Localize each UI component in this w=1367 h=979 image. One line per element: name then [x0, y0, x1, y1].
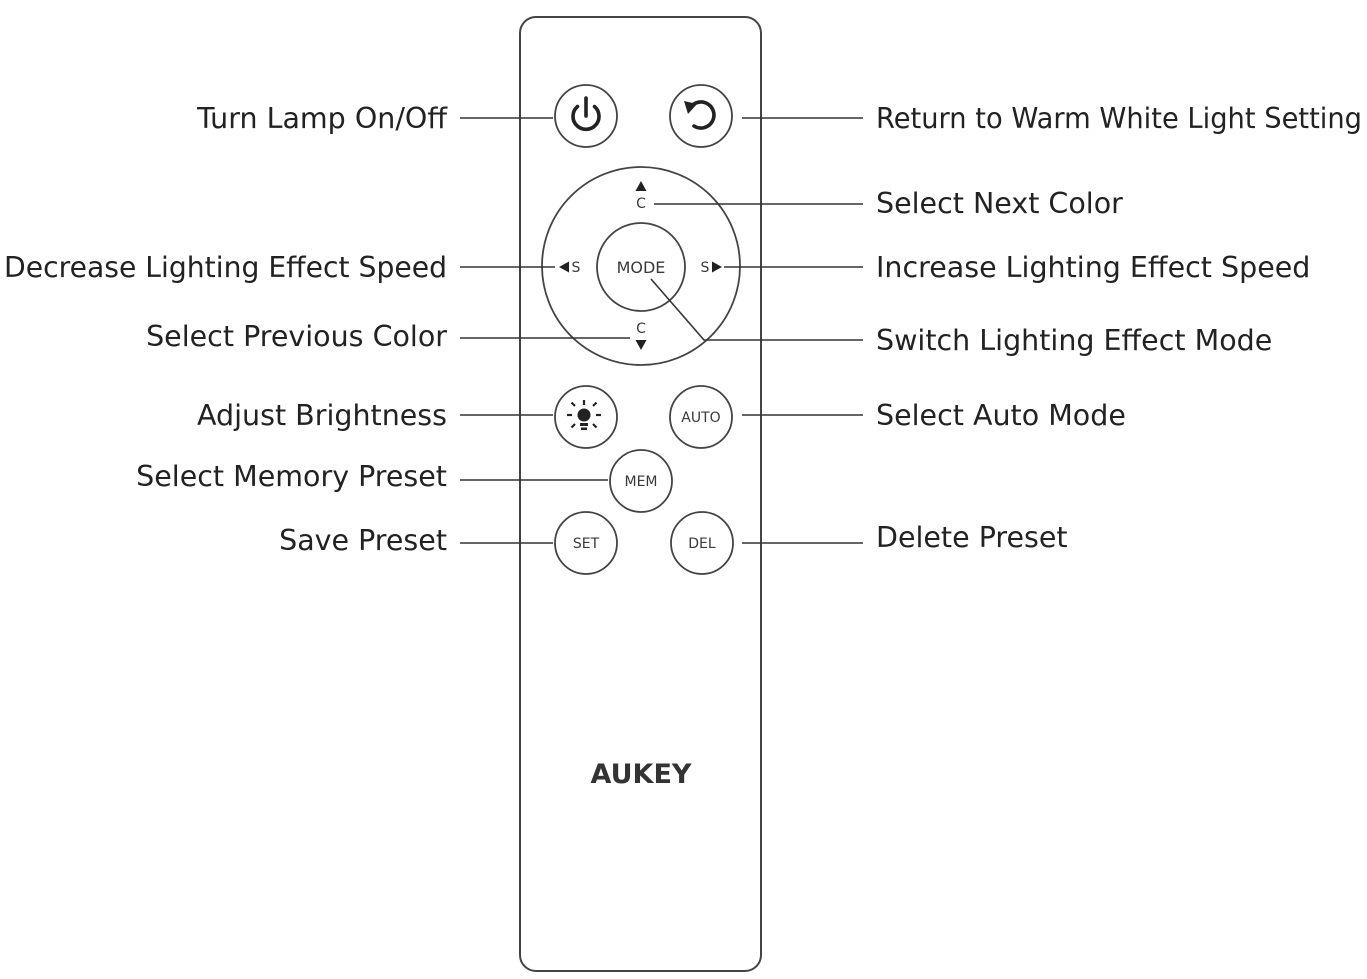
- mem-button[interactable]: MEM: [609, 449, 673, 513]
- auto-button[interactable]: AUTO: [669, 385, 733, 449]
- dpad-right-letter: S: [701, 260, 710, 276]
- power-button[interactable]: [554, 84, 618, 148]
- label-delete-preset: Delete Preset: [876, 521, 1068, 554]
- leader-lines: [460, 117, 863, 544]
- dpad-left-button[interactable]: S: [559, 260, 581, 276]
- mem-button-label: MEM: [624, 474, 657, 490]
- label-previous-color: Select Previous Color: [146, 320, 447, 353]
- mode-button[interactable]: MODE: [596, 222, 686, 312]
- return-arrow-icon: [684, 100, 716, 130]
- label-return-warm-white: Return to Warm White Light Setting: [876, 102, 1362, 135]
- label-increase-speed: Increase Lighting Effect Speed: [876, 251, 1310, 284]
- dpad-up-letter: C: [636, 196, 646, 212]
- triangle-up-icon: [635, 181, 647, 191]
- del-button-label: DEL: [688, 536, 716, 552]
- label-auto-mode: Select Auto Mode: [876, 399, 1126, 432]
- brightness-button[interactable]: [554, 385, 618, 449]
- label-decrease-speed: Decrease Lighting Effect Speed: [4, 251, 447, 284]
- label-memory-preset: Select Memory Preset: [136, 460, 447, 493]
- triangle-left-icon: [559, 261, 569, 273]
- dpad-left-letter: S: [572, 260, 581, 276]
- return-button[interactable]: [669, 84, 733, 148]
- triangle-down-icon: [635, 340, 647, 350]
- label-save-preset: Save Preset: [279, 524, 447, 557]
- dpad-down-button[interactable]: C: [635, 321, 647, 350]
- label-next-color: Select Next Color: [876, 187, 1123, 220]
- set-button-label: SET: [573, 536, 600, 552]
- auto-button-label: AUTO: [681, 410, 720, 426]
- power-icon: [571, 96, 601, 132]
- dpad-down-letter: C: [636, 321, 646, 337]
- dpad-right-button[interactable]: S: [701, 260, 722, 276]
- set-button[interactable]: SET: [554, 511, 618, 575]
- leader-switch-mode: [650, 278, 863, 341]
- dpad-up-button[interactable]: C: [635, 181, 647, 212]
- brand-logo: AUKEY: [591, 759, 692, 790]
- label-turn-lamp: Turn Lamp On/Off: [196, 102, 448, 135]
- sun-icon: [567, 400, 601, 430]
- triangle-right-icon: [712, 261, 722, 273]
- del-button[interactable]: DEL: [670, 511, 734, 575]
- label-brightness: Adjust Brightness: [197, 399, 447, 432]
- mode-button-label: MODE: [617, 258, 666, 277]
- label-switch-mode: Switch Lighting Effect Mode: [876, 324, 1272, 357]
